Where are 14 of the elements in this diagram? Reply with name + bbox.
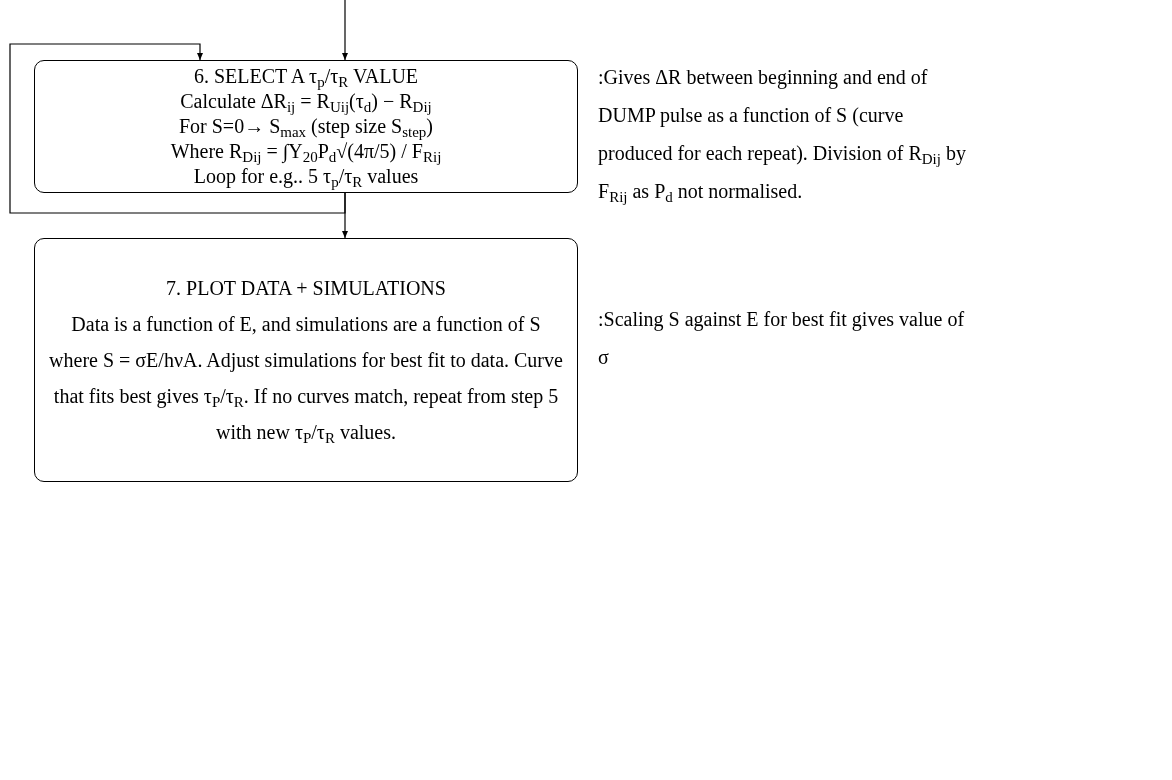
- arrow: [342, 0, 348, 61]
- step-text: For S=0→ S$_{max}$ (step size S$_{step}$): [178, 115, 434, 139]
- step-text: Where R$_{Dij}$ = ∫Y$_{20}$P$_{d}$√(4π/5) / F$_{Rij}$: [170, 140, 442, 164]
- arrow: [9, 43, 346, 214]
- step-heading: 7. PLOT DATA + SIMULATIONS: [166, 276, 446, 301]
- process-box: [34, 60, 578, 193]
- step-text: Data is a function of E, and simulations are a function of S where S = σE/hνA. Adjust simulations for best fit to data. Curve that fits best gives τ$_{P}$/τ$_{R}$. If no curves match, repeat from step 5 with new τ$_{P}$/τ$_{R}$ values.: [48, 312, 564, 448]
- side-note: :Gives ΔR between beginning and end of DUMP pulse as a function of S (curve produced for each repeat). Division of R$_{Dij}$ by F$_{Rij}$ as P$_{d}$ not normalised.: [598, 65, 967, 207]
- step-text: Calculate ΔR$_{ij}$ = R$_{Uij}$(τ$_{d}$) − R$_{Dij}$: [180, 90, 432, 114]
- process-box: [34, 238, 578, 482]
- side-note: :Scaling S against E for best fit gives value of σ: [598, 307, 966, 370]
- arrow: [342, 192, 348, 239]
- step-heading: 6. SELECT A τ$_{p}$/τ$_{R}$ VALUE: [193, 64, 419, 89]
- step-text: Loop for e.g.. 5 τ$_{p}$/τ$_{R}$ values: [193, 165, 419, 189]
